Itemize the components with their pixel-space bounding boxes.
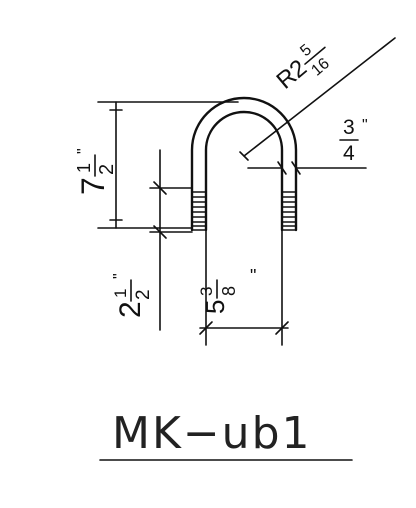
svg-text:2: 2	[133, 289, 154, 300]
svg-text:8: 8	[219, 286, 239, 296]
thread-length-dimension: 2 1 2 "	[111, 149, 193, 331]
svg-text:5: 5	[200, 300, 230, 314]
radius-dimension: R 2 5 16	[239, 37, 396, 161]
svg-text:4: 4	[343, 142, 355, 165]
svg-text:": "	[362, 117, 368, 134]
svg-text:": "	[111, 273, 128, 279]
rod-diameter-label: 3 4 "	[339, 116, 368, 165]
leg-height-dimension: 7 1 2 "	[74, 101, 239, 229]
rod-diameter-dimension: 3 4 "	[247, 116, 368, 175]
svg-text:2: 2	[96, 164, 118, 175]
u-bolt-shape	[190, 96, 298, 232]
svg-text:1: 1	[111, 289, 130, 298]
svg-text:1: 1	[74, 163, 94, 173]
right-thread	[281, 191, 297, 231]
svg-text:3: 3	[197, 287, 216, 296]
svg-text:3: 3	[343, 116, 355, 139]
svg-text:": "	[75, 148, 92, 154]
inside-width-label: 5 3 8	[197, 279, 239, 314]
thread-length-label: 2 1 2 "	[111, 273, 154, 318]
leg-height-label: 7 1 2 "	[74, 148, 118, 195]
svg-text:2: 2	[114, 301, 147, 318]
svg-text:7: 7	[75, 177, 111, 195]
inside-width-unit: "	[250, 266, 256, 286]
inside-width-dimension: 5 3 8 "	[197, 229, 289, 346]
drawing-title: MK−ub1	[112, 408, 312, 459]
left-thread	[191, 191, 207, 231]
